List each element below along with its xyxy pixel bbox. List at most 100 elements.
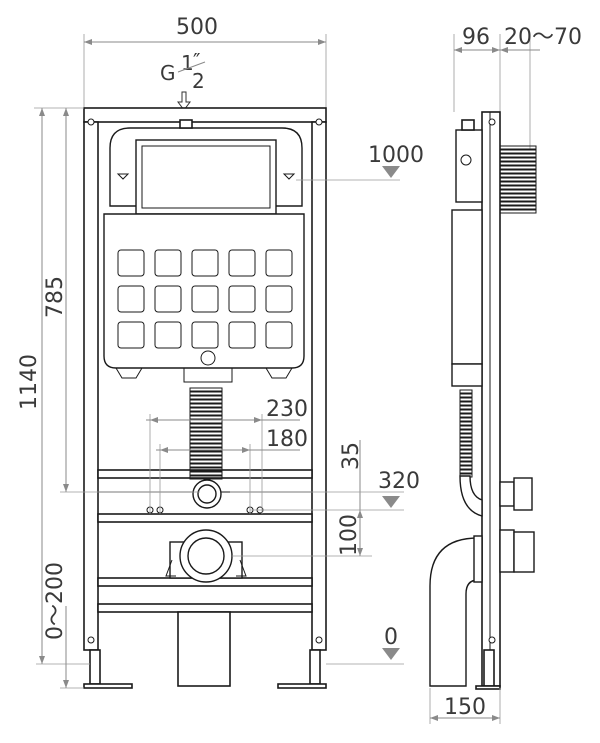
waste-inlet: [146, 479, 264, 514]
waste-outlet: [165, 529, 247, 583]
label-96: 96: [462, 25, 490, 50]
front-frame: [83, 107, 327, 689]
thread-rib: [499, 161, 537, 166]
dimension-180: 180: [156, 427, 308, 514]
tank-rib: [265, 321, 293, 349]
tank-rib: [117, 285, 145, 313]
tank-rib: [265, 285, 293, 313]
pipe-rib: [189, 439, 223, 444]
pipe-rib: [459, 437, 473, 442]
inlet-arrow-icon: [177, 91, 191, 111]
pipe-rib: [189, 435, 223, 440]
label-0-200: 0～200: [43, 562, 68, 640]
pipe-rib: [189, 475, 223, 480]
pipe-rib: [459, 389, 473, 394]
pipe-rib: [189, 415, 223, 420]
pipe-rib: [189, 399, 223, 404]
pipe-rib: [459, 397, 473, 402]
label-35: 35: [339, 442, 364, 470]
dimension-230: 230: [146, 397, 308, 514]
tank-rib: [191, 321, 219, 349]
tank-rib: [265, 249, 293, 277]
inlet-label: G 1 ″ 2: [160, 49, 206, 111]
tank-rib: [154, 249, 182, 277]
tank-logo-icon: [200, 350, 216, 366]
tank-rib: [191, 249, 219, 277]
pipe-rib: [189, 427, 223, 432]
thread-rib: [499, 153, 537, 158]
tank-grid: [117, 249, 293, 349]
pipe-rib: [189, 463, 223, 468]
dimension-500: 500: [83, 15, 327, 108]
tank-rib: [228, 321, 256, 349]
pipe-rib: [459, 421, 473, 426]
pipe-rib: [459, 401, 473, 406]
label-500: 500: [176, 15, 218, 40]
pipe-rib: [189, 387, 223, 392]
label-thread: G: [160, 61, 176, 85]
pipe-rib: [459, 425, 473, 430]
pipe-rib: [459, 409, 473, 414]
cistern-front: [103, 119, 305, 383]
thread-rib: [499, 201, 537, 206]
level-triangle-icon: [382, 166, 400, 178]
pipe-rib: [459, 449, 473, 454]
pipe-rib: [459, 465, 473, 470]
tank-rib: [154, 285, 182, 313]
dimension-0-200: 0～200: [36, 562, 90, 689]
dimension-100: 100: [232, 510, 372, 557]
thread-rib: [499, 181, 537, 186]
level-0: 0: [326, 625, 404, 665]
pipe-rib: [189, 431, 223, 436]
pipe-rib: [189, 423, 223, 428]
pipe-rib: [459, 453, 473, 458]
label-180: 180: [266, 427, 308, 452]
pipe-rib: [189, 391, 223, 396]
pipe-rib: [189, 443, 223, 448]
thread-rib: [499, 189, 537, 194]
label-1000: 1000: [368, 143, 424, 168]
pipe-rib: [459, 413, 473, 418]
dimension-1140: 1140: [17, 107, 84, 664]
thread-rib: [499, 185, 537, 190]
pipe-rib: [459, 429, 473, 434]
pipe-rib: [459, 461, 473, 466]
tank-rib: [154, 321, 182, 349]
thread-rib: [499, 177, 537, 182]
pipe-rib: [459, 457, 473, 462]
tank-rib: [228, 285, 256, 313]
tank-rib: [117, 249, 145, 277]
pipe-rib: [459, 433, 473, 438]
label-785: 785: [43, 276, 68, 318]
pipe-rib: [459, 393, 473, 398]
label-fraction-num: 1: [181, 51, 194, 75]
thread-rib: [499, 173, 537, 178]
tank-rib: [228, 249, 256, 277]
label-150: 150: [444, 695, 486, 720]
pipe-rib: [459, 405, 473, 410]
pipe-rib: [459, 441, 473, 446]
pipe-rib: [189, 471, 223, 476]
label-100: 100: [337, 514, 362, 556]
thread-rib: [499, 157, 537, 162]
label-320: 320: [378, 469, 420, 494]
access-panel: [135, 139, 277, 215]
thread-rib: [499, 193, 537, 198]
pipe-rib: [459, 445, 473, 450]
thread-rib: [499, 209, 537, 214]
pipe-rib: [189, 395, 223, 400]
level-320: 320: [230, 469, 420, 511]
label-inch-mark: ″: [193, 49, 200, 73]
label-20-70: 20～70: [504, 25, 582, 50]
level-1000: 1000: [296, 143, 424, 181]
pipe-rib: [189, 467, 223, 472]
pipe-rib: [189, 411, 223, 416]
side-view: 96 20～70 150: [429, 25, 582, 724]
pipe-rib: [189, 459, 223, 464]
pipe-rib: [189, 407, 223, 412]
dimension-35: 35: [339, 440, 364, 510]
thread-rib: [499, 145, 537, 150]
label-1140: 1140: [17, 354, 42, 410]
pipe-rib: [189, 451, 223, 456]
